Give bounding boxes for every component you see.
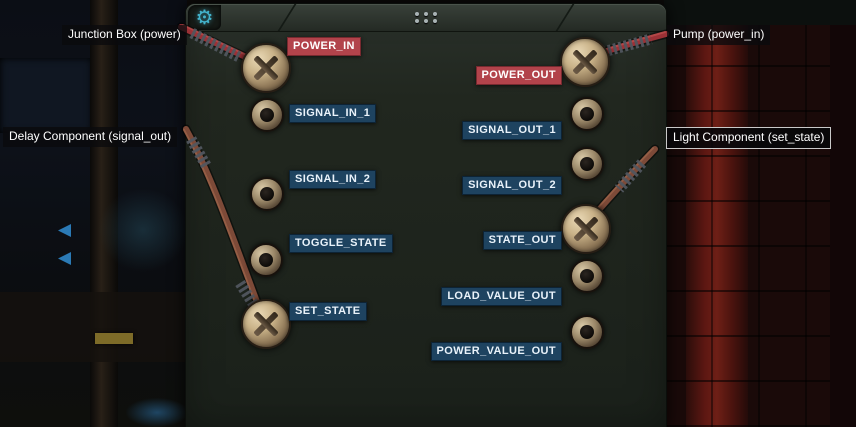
pin-power-in[interactable]: [241, 43, 291, 93]
pin-label-state-out: STATE_OUT: [482, 231, 562, 250]
drag-dot: [433, 19, 437, 23]
background-right-edge: [830, 25, 856, 427]
pin-label-power-value-out: POWER_VALUE_OUT: [430, 342, 562, 361]
pin-signal-in-1[interactable]: [250, 98, 284, 132]
background-wall-grid: [664, 24, 856, 427]
pin-label-set-state: SET_STATE: [289, 302, 367, 321]
panel-titlebar[interactable]: ⚙: [186, 4, 666, 32]
pin-power-value-out[interactable]: [570, 315, 604, 349]
background-machinery: [0, 58, 92, 133]
drag-dot: [415, 19, 419, 23]
pin-load-value-out[interactable]: [570, 259, 604, 293]
pin-set-state[interactable]: [241, 299, 291, 349]
pin-power-out[interactable]: [560, 37, 610, 87]
background-ceiling: [664, 0, 856, 25]
pin-label-signal-out-2: SIGNAL_OUT_2: [462, 176, 562, 195]
tooltip-light-component: Light Component (set_state): [666, 127, 832, 149]
pin-signal-in-2[interactable]: [250, 177, 284, 211]
background-glow: [98, 188, 188, 272]
tooltip-junction-box: Junction Box (power): [62, 25, 187, 45]
pin-label-signal-in-2: SIGNAL_IN_2: [289, 170, 377, 189]
pin-signal-out-1[interactable]: [570, 97, 604, 131]
pin-label-load-value-out: LOAD_VALUE_OUT: [441, 287, 562, 306]
pin-label-signal-in-1: SIGNAL_IN_1: [289, 104, 377, 123]
pin-label-power-in: POWER_IN: [287, 37, 361, 56]
pin-label-power-out: POWER_OUT: [475, 66, 562, 85]
gear-icon: ⚙: [195, 6, 214, 29]
settings-gear-button[interactable]: ⚙: [188, 5, 221, 30]
drag-dot: [433, 12, 437, 16]
background-blue-glow: [126, 398, 188, 427]
pin-label-toggle-state: TOGGLE_STATE: [289, 234, 393, 253]
drag-dot: [415, 12, 419, 16]
drag-dot: [424, 12, 428, 16]
drag-handle[interactable]: [415, 12, 437, 23]
pin-label-signal-out-1: SIGNAL_OUT_1: [462, 121, 562, 140]
tooltip-delay-component: Delay Component (signal_out): [3, 127, 178, 147]
titlebar-seam: [277, 4, 297, 31]
background-floor: [0, 292, 187, 362]
tooltip-pump: Pump (power_in): [667, 25, 771, 45]
pin-toggle-state[interactable]: [249, 243, 283, 277]
pin-state-out[interactable]: [561, 204, 611, 254]
pin-signal-out-2[interactable]: [570, 147, 604, 181]
background-machine-part: [95, 333, 133, 344]
titlebar-seam: [555, 4, 575, 31]
drag-dot: [424, 19, 428, 23]
